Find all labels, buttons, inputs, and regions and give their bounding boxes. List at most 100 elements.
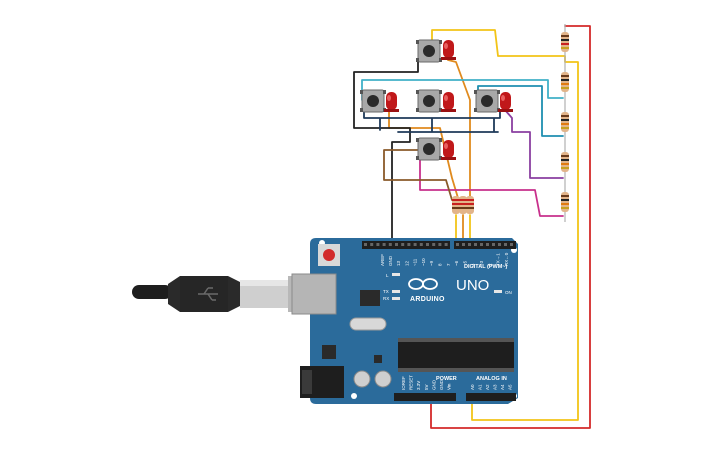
resistor-5[interactable] [561,192,569,212]
resistor-led-1[interactable] [452,196,460,214]
header-hole [492,243,495,246]
label-power: POWER [436,376,457,382]
digital-pin-label-13: RX←0 [504,252,509,266]
usb-cable[interactable] [132,276,294,312]
resistor-3[interactable] [561,112,569,132]
digital-pin-label-0: 13 [396,260,401,266]
wire-teal[interactable] [477,85,564,137]
arduino-logo-icon [408,278,438,290]
header-hole [462,243,465,246]
wire-cyan[interactable] [361,79,564,101]
label-analog: ANALOG IN [476,376,507,382]
label-digital: DIGITAL (PWM~) [464,264,508,270]
push-buttons [360,39,500,161]
usb-socket [291,273,337,315]
power-pin-label-5: GND [439,379,444,390]
power-pin-label-1: RESET [409,375,414,390]
digital-pin-label-10: ~3 [479,260,484,266]
header-hole [395,243,398,246]
power-header[interactable] [394,393,456,401]
wire-magenta[interactable] [419,159,564,217]
analog-pin-label-0: A0 [470,384,475,390]
power-pin-label-2: 3.3V [416,381,421,390]
led-left[interactable] [384,92,399,112]
wire-brown[interactable] [383,149,453,201]
resistor-2[interactable] [561,72,569,92]
power-pin-label-6: Vin [447,383,452,390]
header-hole [510,243,513,246]
led-on [494,290,502,293]
header-hole [419,243,423,246]
led-bottom[interactable] [441,140,456,160]
header-hole [456,243,459,246]
digital-pin-label-9: 4 [471,263,476,266]
wire-orange-1[interactable] [447,59,471,199]
analog-pin-label-1: A1 [478,384,483,390]
usb-icon [198,287,218,301]
analog-pin-label-3: A3 [493,384,498,390]
push-button-top[interactable] [416,39,442,63]
digital-header[interactable] [362,241,516,249]
wires [353,25,591,429]
led-l [392,273,400,276]
header-hole [432,243,436,246]
push-button-center[interactable] [416,89,442,113]
label-rx: RX [383,296,389,301]
led-top[interactable] [441,40,456,60]
digital-pin-label-1: 12 [404,260,409,266]
led-rx [392,297,400,300]
wire-black-loop[interactable] [353,59,419,245]
push-button-right[interactable] [474,89,500,113]
digital-pin-label-5: 8 [438,263,443,266]
push-button-bottom[interactable] [416,137,442,161]
label-on: ON [505,290,512,295]
label-aref: AREF [380,254,385,266]
digital-pin-label-6: 7 [446,263,451,266]
reset-button[interactable] [318,244,340,266]
header-hole [474,243,477,246]
wire-navy-frame[interactable] [363,111,501,133]
capacitor-2 [374,370,392,388]
header-hole [480,243,483,246]
digital-pin-label-8: ~5 [462,260,467,266]
analog-header[interactable] [466,393,516,401]
led-center[interactable] [441,92,456,112]
header-hole [504,243,507,246]
header-hole [407,243,411,246]
usb-chip [360,290,380,306]
leds [384,40,513,160]
arduino-board[interactable]: ARDUINO UNO L TX RX ON DIGITAL (PWM~) PO… [291,238,518,404]
analog-pin-label-4: A4 [500,384,505,390]
header-hole [498,243,501,246]
board-brand: ARDUINO [410,296,445,303]
resistor-4[interactable] [561,152,569,172]
resistor-1[interactable] [561,32,569,52]
resistor-led-2[interactable] [459,196,467,214]
atmega-chip [398,342,514,368]
analog-pin-label-5: A5 [508,384,513,390]
digital-pin-label-3: ~10 [421,258,426,266]
led-resistor-bank [452,196,474,214]
header-hole [413,243,417,246]
led-right[interactable] [498,92,513,112]
resistor-led-3[interactable] [466,196,474,214]
header-hole [388,243,392,246]
push-button-left[interactable] [360,89,386,113]
header-hole [444,243,448,246]
power-pin-label-3: 5V [424,384,429,390]
led-tx [392,290,400,293]
header-hole [382,243,386,246]
digital-pin-label-11: 2 [487,263,492,266]
power-pin-label-4: GND [431,379,436,390]
header-hole [438,243,442,246]
wire-purple[interactable] [504,109,564,179]
wire-orange-2[interactable] [388,109,459,199]
header-hole [468,243,471,246]
wire-red-5v[interactable] [430,25,591,429]
digital-pin-label-7: ~6 [454,260,459,266]
label-gnd: GND [388,255,393,266]
